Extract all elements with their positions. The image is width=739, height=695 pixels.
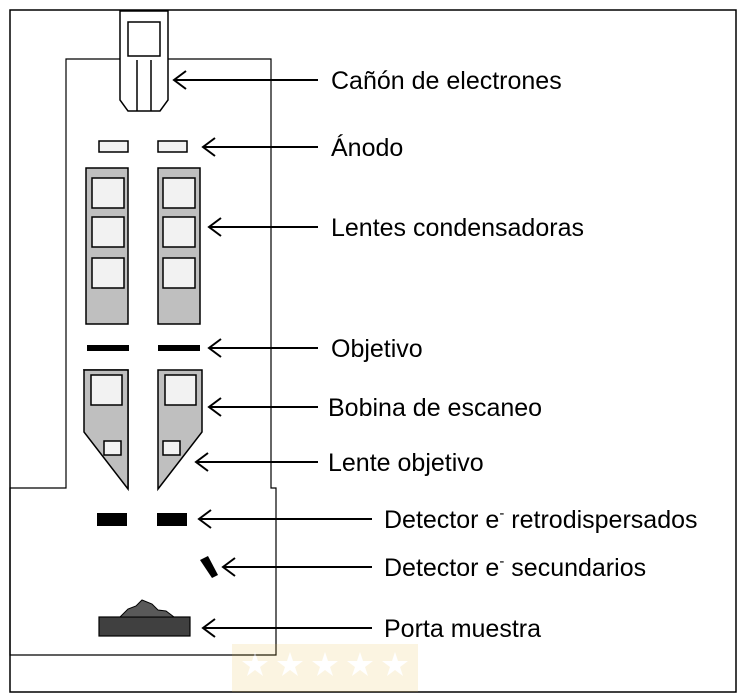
objective-aperture — [87, 345, 200, 351]
label-sample-holder: Porta muestra — [384, 615, 541, 643]
secondary-detector — [200, 556, 218, 578]
outer-border — [9, 9, 737, 693]
scan-coils — [82, 369, 203, 492]
label-condenser-lenses: Lentes condensadoras — [331, 214, 584, 242]
label-backscatter-detector: Detector e- retrodispersados — [384, 505, 698, 534]
label-objective: Objetivo — [331, 335, 423, 363]
anode — [98, 140, 188, 153]
watermark-stars — [232, 644, 418, 692]
column-outline — [9, 58, 277, 656]
objective-lens-right — [162, 440, 181, 456]
label-anode: Ánodo — [331, 133, 403, 162]
sample-holder — [98, 599, 191, 637]
label-objective-lens: Lente objetivo — [328, 449, 484, 477]
condenser-lenses — [85, 167, 201, 325]
label-scan-coil: Bobina de escaneo — [328, 394, 542, 422]
objective-lens-left — [103, 440, 122, 456]
backscatter-detectors — [97, 513, 187, 526]
label-secondary-detector: Detector e- secundarios — [384, 553, 646, 582]
label-electron-gun: Cañón de electrones — [331, 67, 562, 95]
electron-gun — [119, 10, 169, 112]
callout-arrows — [172, 70, 372, 638]
